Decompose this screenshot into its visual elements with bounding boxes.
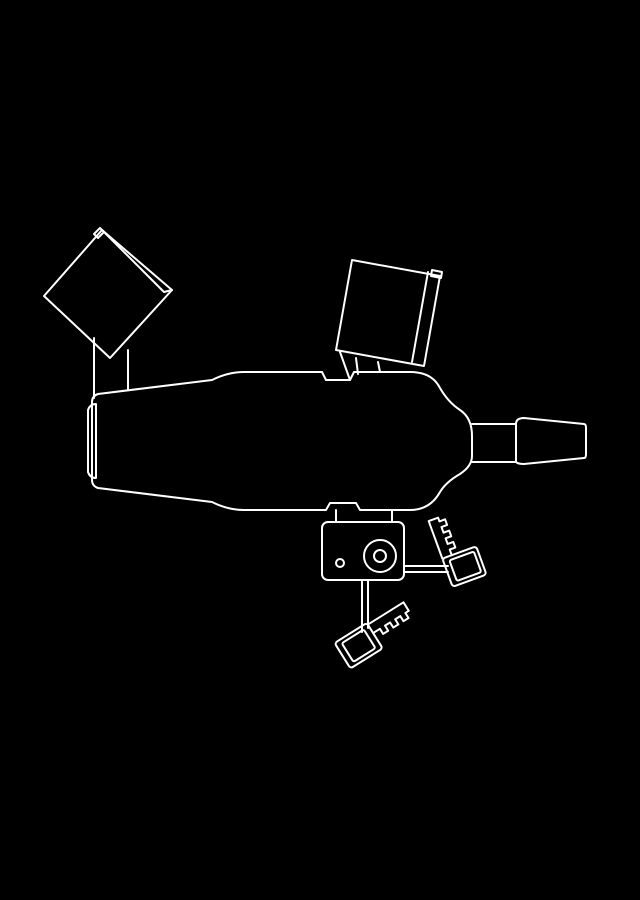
right-clamp-comb	[427, 516, 457, 560]
top-canister	[335, 259, 443, 381]
pump-mount	[335, 509, 393, 523]
apparatus-drawing	[43, 227, 587, 669]
bottle-base-ring	[87, 403, 97, 479]
right-clamp-inner	[448, 551, 482, 582]
pump-large-dial	[363, 539, 397, 573]
nozzle-tip	[515, 417, 587, 465]
pump-indicator-light	[335, 558, 345, 568]
left-canister-lid-edge	[101, 229, 173, 293]
top-canister-posts	[339, 351, 381, 381]
bottom-clamp-body	[334, 623, 383, 669]
bottom-clamp-inner	[341, 629, 376, 663]
bottom-clamp-comb	[366, 601, 410, 635]
pump-dial-center	[373, 549, 387, 563]
left-canister	[43, 227, 173, 399]
pump-bottom-tube	[361, 579, 369, 633]
bottle-body	[87, 371, 473, 511]
bottle-outline	[91, 371, 473, 511]
top-canister-tab	[430, 269, 443, 279]
left-canister-tab	[93, 227, 105, 239]
right-clamp	[427, 516, 487, 587]
bottom-clamp	[334, 601, 410, 669]
right-clamp-body	[442, 546, 487, 587]
top-canister-side-edge	[411, 271, 429, 363]
pump-right-tube	[403, 565, 449, 573]
top-canister-box	[335, 259, 441, 367]
left-canister-posts	[93, 337, 129, 399]
pump-unit	[321, 509, 449, 633]
nozzle-neck	[471, 423, 517, 463]
bottle-nozzle	[471, 417, 587, 465]
left-canister-box	[43, 229, 173, 359]
